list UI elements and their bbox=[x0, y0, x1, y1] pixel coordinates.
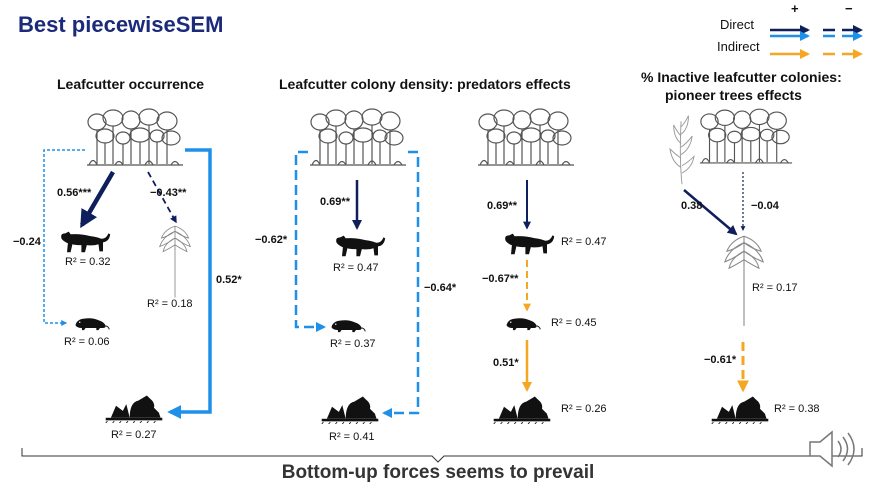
coef-p1-forest-seedling: −0.43** bbox=[150, 187, 187, 199]
jaguar-icon bbox=[336, 235, 386, 257]
forest-icon bbox=[477, 108, 575, 166]
arrow-p2-forest-rodent bbox=[294, 150, 326, 332]
legend-minus-label: − bbox=[845, 1, 853, 16]
legend bbox=[770, 25, 863, 59]
r2-p4-ants: R² = 0.38 bbox=[774, 403, 820, 415]
leafcutter-ants-icon bbox=[711, 396, 769, 424]
arrow-p1-forest-rodent bbox=[43, 149, 85, 326]
coef-p4-forest-tree: −0.04 bbox=[751, 200, 779, 212]
jaguar-icon bbox=[61, 231, 111, 253]
coef-p4-tree-ants: −0.61* bbox=[704, 354, 737, 366]
seedling-icon bbox=[159, 225, 191, 298]
coef-p3-rodent-ants: 0.51* bbox=[493, 357, 519, 369]
leafcutter-ants-icon bbox=[105, 395, 163, 423]
panel-2-heading: Leafcutter colony density: predators eff… bbox=[279, 76, 571, 92]
legend-direct-label: Direct bbox=[720, 17, 754, 32]
r2-p4-tree: R² = 0.17 bbox=[752, 282, 798, 294]
speaker-icon[interactable] bbox=[809, 430, 855, 468]
r2-p2-rodent: R² = 0.37 bbox=[330, 338, 376, 350]
coef-p2-forest-ants: −0.64* bbox=[424, 282, 457, 294]
r2-p1-jaguar: R² = 0.32 bbox=[65, 256, 111, 268]
legend-plus-label: + bbox=[791, 1, 799, 16]
rodent-icon bbox=[74, 317, 110, 331]
r2-p2-jaguar: R² = 0.47 bbox=[333, 262, 379, 274]
footer-conclusion: Bottom-up forces seems to prevail bbox=[281, 462, 595, 483]
arrow-p2-forest-ants bbox=[382, 150, 420, 418]
arrow-p4-pioneer-tree bbox=[683, 189, 738, 236]
slide-title: Best piecewiseSEM bbox=[18, 12, 224, 37]
legend-indirect-label: Indirect bbox=[717, 39, 760, 54]
coef-p3-forest-jaguar: 0.69** bbox=[487, 200, 517, 212]
r2-p1-seedling: R² = 0.18 bbox=[147, 298, 193, 310]
coef-p4-pioneer-tree: 0.38 bbox=[681, 200, 703, 212]
forest-icon bbox=[309, 108, 407, 166]
leafcutter-ants-icon bbox=[493, 396, 551, 424]
r2-p2-ants: R² = 0.41 bbox=[329, 431, 375, 443]
coef-p1-forest-rodent: −0.24 bbox=[13, 236, 41, 248]
jaguar-icon bbox=[505, 233, 555, 255]
r2-p1-ants: R² = 0.27 bbox=[111, 429, 157, 441]
coef-p2-forest-jaguar: 0.69** bbox=[320, 196, 350, 208]
forest-icon bbox=[86, 108, 184, 166]
forest-icon bbox=[699, 108, 793, 164]
arrow-p1-forest-jaguar bbox=[80, 170, 115, 229]
bottom-brace bbox=[21, 448, 863, 463]
coef-p2-forest-rodent: −0.62* bbox=[255, 234, 288, 246]
panel-4-heading-line-2: pioneer trees effects bbox=[665, 87, 802, 103]
r2-p1-rodent: R² = 0.06 bbox=[64, 336, 110, 348]
r2-p3-jaguar: R² = 0.47 bbox=[561, 236, 607, 248]
r2-p3-rodent: R² = 0.45 bbox=[551, 317, 597, 329]
leafcutter-ants-icon bbox=[321, 396, 379, 424]
rodent-icon bbox=[330, 319, 366, 333]
panel-1-heading: Leafcutter occurrence bbox=[57, 76, 205, 92]
arrow-p1-forest-ants bbox=[167, 148, 212, 419]
pioneer-plant-icon bbox=[669, 115, 695, 185]
coef-p3-jaguar-rodent: −0.67** bbox=[482, 273, 519, 285]
coef-p1-forest-ants: 0.52* bbox=[216, 274, 242, 286]
coef-p1-forest-jaguar: 0.56*** bbox=[57, 187, 92, 199]
r2-p3-ants: R² = 0.26 bbox=[561, 403, 607, 415]
rodent-icon bbox=[505, 317, 541, 331]
panel-4-heading-line-1: % Inactive leafcutter colonies: bbox=[641, 69, 842, 85]
